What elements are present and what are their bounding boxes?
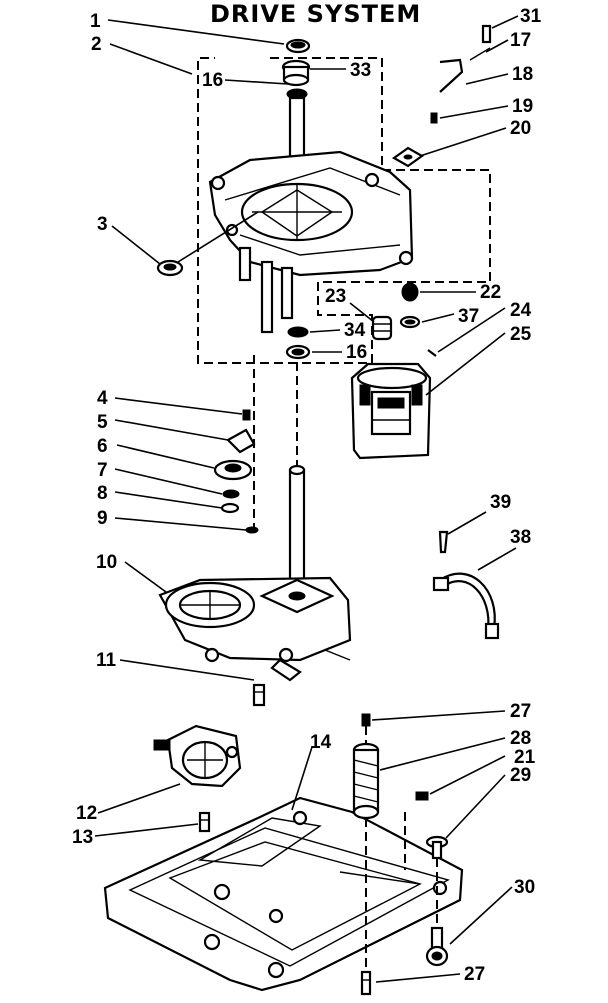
drive-shaft	[288, 362, 306, 582]
part-4-pin	[242, 409, 251, 421]
part-12-pump	[153, 724, 242, 788]
callout-8: 8	[97, 483, 108, 504]
callout-23: 23	[325, 286, 346, 307]
diagram-title: DRIVE SYSTEM	[210, 0, 421, 28]
part-39-clip	[438, 530, 449, 554]
callout-4: 4	[97, 388, 108, 409]
part-18-rod	[439, 58, 464, 93]
part-27-upper-bolt	[361, 713, 371, 727]
part-5-cam	[226, 428, 256, 454]
part-30-foot	[425, 926, 449, 967]
upper-assembly-outline	[197, 57, 491, 364]
transmission-housing	[208, 150, 414, 334]
callout-17: 17	[510, 30, 531, 51]
callout-20: 20	[510, 118, 531, 139]
part-24-screw	[427, 349, 437, 357]
callout-3: 3	[97, 214, 108, 235]
callout-38: 38	[510, 527, 531, 548]
callout-28: 28	[510, 728, 531, 749]
callout-12: 12	[76, 803, 97, 824]
part-33-seal	[281, 59, 311, 87]
part-6-pulley	[213, 459, 253, 481]
part-16-lower-bearing	[285, 344, 311, 360]
callout-13: 13	[72, 827, 93, 848]
callout-19: 19	[512, 96, 533, 117]
callout-25: 25	[510, 324, 532, 345]
callout-31: 31	[520, 6, 542, 27]
part-10-gearcase	[158, 576, 352, 682]
callout-27-upper: 27	[510, 701, 531, 722]
callout-16-upper: 16	[202, 70, 223, 91]
part-11-screw	[252, 683, 266, 707]
part-22-bearing	[401, 282, 419, 302]
callout-labels: 1 2 16 33 31 17 18 19 20 3 22 23 37 24 2…	[72, 6, 542, 985]
part-17-clip	[469, 47, 491, 61]
part-8-washer	[220, 502, 240, 514]
part-3-gasket	[156, 259, 184, 277]
part-7-washer	[222, 489, 240, 499]
callout-9: 9	[97, 508, 108, 529]
part-37-washer	[399, 315, 421, 329]
callout-6: 6	[97, 436, 108, 457]
callout-16-lower: 16	[346, 342, 367, 363]
part-1-nut	[285, 38, 311, 54]
callout-14: 14	[310, 732, 332, 753]
part-27-lower-bolt	[360, 970, 372, 996]
callout-2: 2	[91, 34, 102, 55]
part-19-bushing	[430, 112, 438, 124]
callout-21: 21	[514, 747, 536, 768]
callout-27-lower: 27	[464, 964, 485, 985]
part-14-base	[103, 796, 464, 992]
callout-7: 7	[97, 460, 108, 481]
callout-1: 1	[90, 11, 101, 32]
part-9-clip	[245, 526, 259, 534]
callout-29: 29	[510, 765, 531, 786]
callout-37: 37	[458, 306, 479, 327]
callout-39: 39	[490, 492, 511, 513]
callout-34: 34	[344, 320, 366, 341]
callout-5: 5	[97, 412, 108, 433]
leader-lines	[94, 15, 519, 983]
part-28-spring	[352, 742, 380, 820]
part-31-pin	[481, 24, 492, 44]
part-34-washer	[287, 326, 309, 338]
callout-24: 24	[510, 300, 532, 321]
callout-10: 10	[96, 552, 117, 573]
callout-18: 18	[512, 64, 533, 85]
part-25-motor	[350, 362, 432, 460]
callout-11: 11	[96, 650, 117, 671]
part-23-coupling	[371, 315, 393, 341]
part-21-nut	[415, 791, 429, 801]
callout-22: 22	[480, 282, 501, 303]
part-13-screw	[198, 811, 211, 833]
callout-30: 30	[514, 877, 535, 898]
callout-33: 33	[350, 60, 371, 81]
part-38-brake-band	[432, 572, 500, 640]
part-20-washer	[391, 146, 425, 168]
